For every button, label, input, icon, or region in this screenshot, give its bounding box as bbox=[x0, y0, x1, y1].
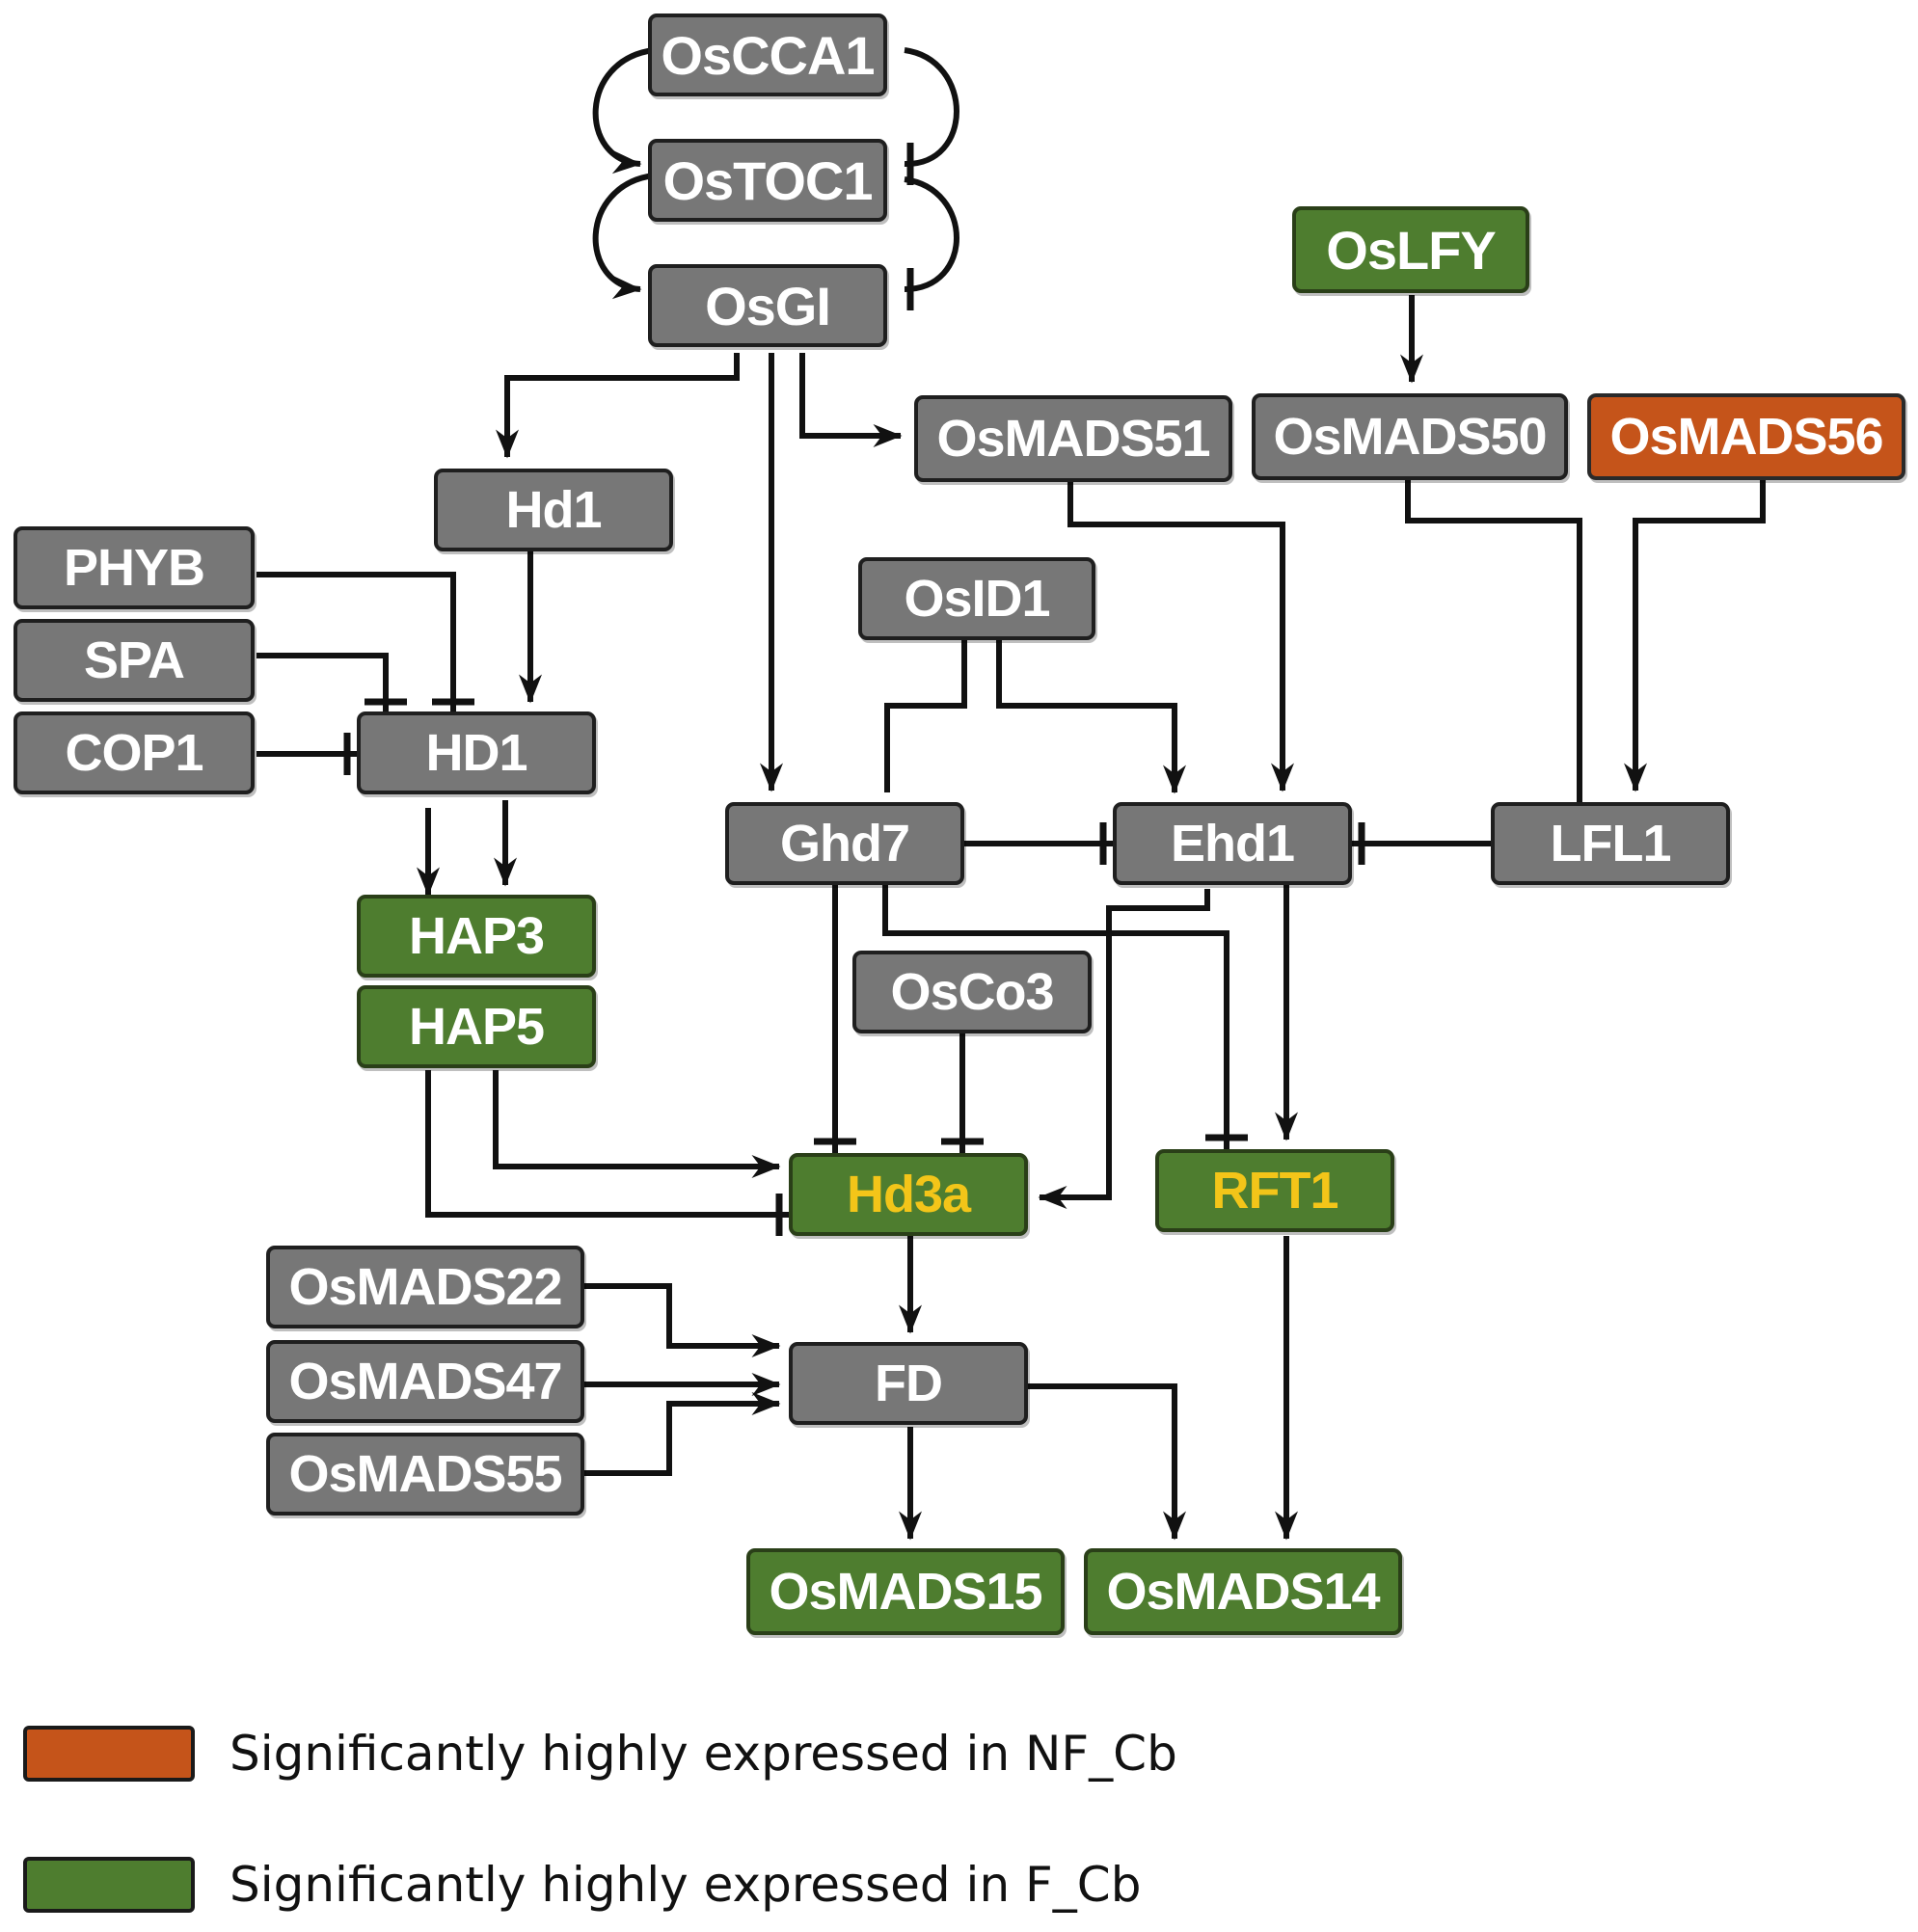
node-hap5: HAP5 bbox=[357, 985, 596, 1068]
node-osmads55: OsMADS55 bbox=[266, 1433, 584, 1516]
node-hap3-label: HAP3 bbox=[408, 907, 545, 965]
legend-swatch-orange bbox=[23, 1726, 195, 1782]
edge-hap5-hd3a-activation bbox=[493, 1070, 781, 1178]
node-lfl1: LFL1 bbox=[1491, 802, 1730, 885]
node-hd1: Hd1 bbox=[434, 469, 673, 551]
edge-ostoc1-osgi-repression bbox=[904, 176, 959, 292]
edge-osmads50-lfl1-repression bbox=[1405, 480, 1582, 802]
node-osmads56-label: OsMADS56 bbox=[1609, 408, 1883, 466]
edge-osmads22-fd-activation bbox=[584, 1283, 781, 1357]
node-osmads14-label: OsMADS14 bbox=[1106, 1563, 1380, 1621]
node-osmads51-label: OsMADS51 bbox=[936, 410, 1210, 468]
node-rft1-label: RFT1 bbox=[1211, 1162, 1339, 1220]
node-osmads55-label: OsMADS55 bbox=[288, 1445, 562, 1503]
node-osid1-label: OsID1 bbox=[904, 570, 1050, 628]
edge-ghd7-rft1-repression bbox=[882, 885, 1229, 1149]
node-hd3a-label: Hd3a bbox=[846, 1166, 971, 1223]
node-ostoc1-label: OsTOC1 bbox=[662, 149, 873, 211]
edge-fd-osmads14-activation bbox=[1028, 1383, 1186, 1541]
node-hd3a: Hd3a bbox=[789, 1153, 1028, 1236]
node-ghd7: Ghd7 bbox=[725, 802, 964, 885]
edge-osgi-osmads51-activation bbox=[799, 353, 903, 447]
node-hap5-label: HAP5 bbox=[408, 998, 545, 1056]
edge-hap5-hd3a-repression bbox=[425, 1070, 789, 1218]
node-osgi-label: OsGI bbox=[705, 275, 831, 336]
edge-osmads56-lfl1-activation bbox=[1624, 480, 1766, 792]
node-ghd7-label: Ghd7 bbox=[779, 815, 910, 872]
node-osmads50-label: OsMADS50 bbox=[1273, 408, 1547, 466]
node-phyb-label: PHYB bbox=[63, 539, 205, 597]
node-spa-label: SPA bbox=[83, 631, 185, 689]
node-spa: SPA bbox=[14, 619, 255, 702]
node-osmads22-label: OsMADS22 bbox=[288, 1258, 562, 1316]
node-ehd1-label: Ehd1 bbox=[1170, 815, 1295, 872]
edges-group bbox=[257, 47, 1766, 1541]
edge-osgi-ostoc1-activation bbox=[592, 173, 655, 300]
node-ehd1: Ehd1 bbox=[1113, 802, 1352, 885]
node-phyb: PHYB bbox=[14, 526, 255, 609]
node-oslfy-label: OsLFY bbox=[1326, 219, 1496, 281]
node-osco3-label: OsCo3 bbox=[890, 963, 1054, 1021]
legend-swatch-green bbox=[23, 1857, 195, 1913]
edge-oscca1-ostoc1-repression bbox=[904, 47, 959, 168]
edge-hd1-hap3-repression bbox=[884, 640, 967, 792]
node-osmads22: OsMADS22 bbox=[266, 1246, 584, 1328]
edge-ehd1-hd3a-activation bbox=[1038, 889, 1210, 1209]
edge-osgi-hd1-activation bbox=[496, 353, 740, 459]
edge-ostoc1-oscca1-activation bbox=[592, 47, 655, 174]
node-osmads47-label: OsMADS47 bbox=[288, 1353, 562, 1410]
legend-label-nf-cb: Significantly highly expressed in NF_Cb bbox=[230, 1726, 1177, 1782]
edge-phyb-hd1-repression bbox=[257, 572, 456, 711]
node-osid1: OsID1 bbox=[858, 557, 1095, 640]
node-oscca1: OsCCA1 bbox=[648, 13, 887, 96]
node-osmads47: OsMADS47 bbox=[266, 1340, 584, 1423]
node-osmads50: OsMADS50 bbox=[1252, 393, 1568, 480]
edge-spa-hd1-repression bbox=[257, 653, 389, 711]
node-cop1: COP1 bbox=[14, 711, 255, 794]
node-hap3: HAP3 bbox=[357, 895, 596, 978]
node-hd1-protein-label: HD1 bbox=[425, 724, 527, 782]
node-fd: FD bbox=[789, 1342, 1028, 1425]
node-oscca1-label: OsCCA1 bbox=[661, 24, 875, 86]
node-oslfy: OsLFY bbox=[1292, 206, 1529, 293]
node-ostoc1: OsTOC1 bbox=[648, 139, 887, 222]
node-osmads15-label: OsMADS15 bbox=[769, 1563, 1042, 1621]
edge-osmads55-fd-activation bbox=[584, 1392, 781, 1476]
node-lfl1-label: LFL1 bbox=[1550, 815, 1672, 872]
node-osmads14: OsMADS14 bbox=[1084, 1548, 1402, 1635]
node-cop1-label: COP1 bbox=[65, 724, 203, 782]
node-osgi: OsGI bbox=[648, 264, 887, 347]
node-osmads56: OsMADS56 bbox=[1587, 393, 1905, 480]
edge-hd1-hap3-activation bbox=[996, 640, 1186, 794]
edge-osmads51-ehd1-activation bbox=[1067, 482, 1294, 792]
node-rft1: RFT1 bbox=[1155, 1149, 1394, 1232]
node-osmads51: OsMADS51 bbox=[914, 395, 1232, 482]
node-osmads15: OsMADS15 bbox=[746, 1548, 1065, 1635]
legend-label-f-cb: Significantly highly expressed in F_Cb bbox=[230, 1857, 1142, 1913]
node-osco3: OsCo3 bbox=[852, 951, 1092, 1033]
node-fd-label: FD bbox=[875, 1355, 943, 1412]
node-hd1-label: Hd1 bbox=[505, 481, 602, 539]
node-hd1-protein: HD1 bbox=[357, 711, 596, 794]
